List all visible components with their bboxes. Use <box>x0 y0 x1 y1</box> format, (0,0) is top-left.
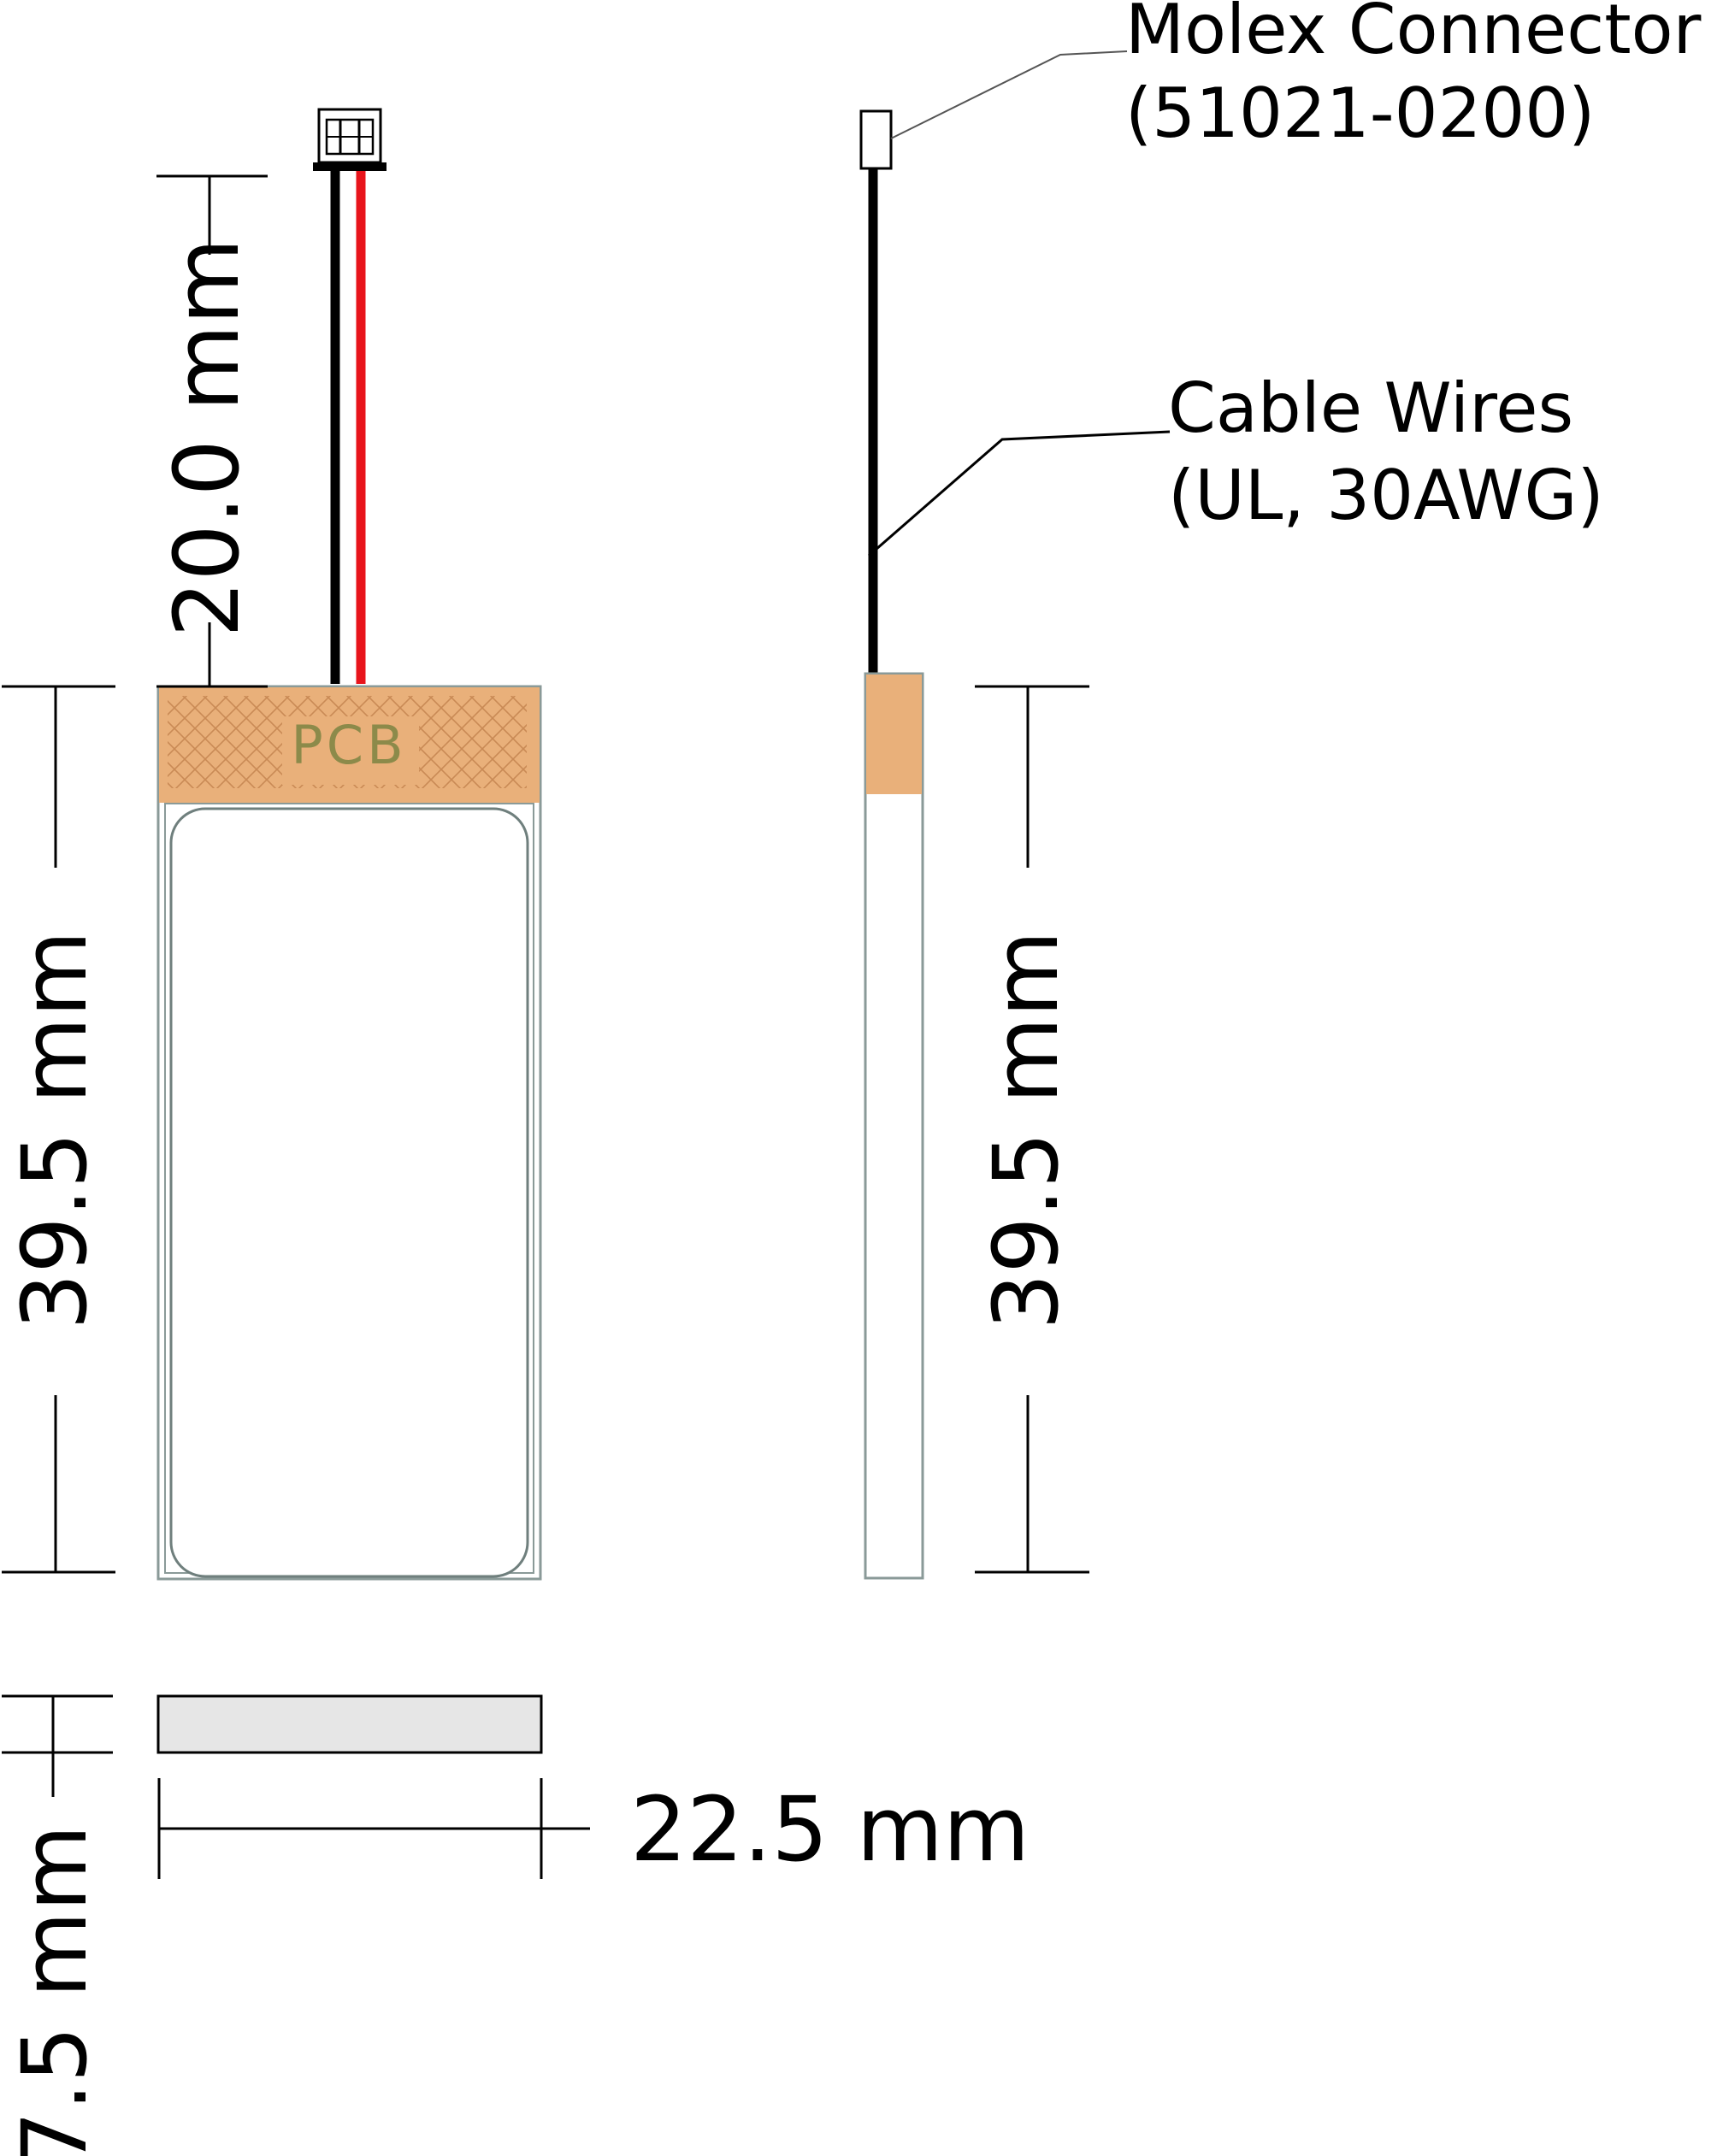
connector-leader <box>890 50 1128 139</box>
cable-length-label: 20.0 mm <box>155 238 259 637</box>
cable-name: Cable Wires <box>1168 368 1573 448</box>
connector-part: (51021-0200) <box>1125 74 1595 153</box>
height-front-label: 39.5 mm <box>3 930 107 1329</box>
pcb-side <box>866 674 922 794</box>
connector-name: Molex Connector <box>1125 0 1702 69</box>
height-dimension-side: 39.5 mm <box>974 685 1089 1574</box>
front-view: PCB 20.0 mm 39.5 mm <box>2 108 542 1581</box>
width-label: 22.5 mm <box>630 1777 1030 1882</box>
pcb-label: PCB <box>291 714 406 776</box>
molex-connector-front <box>313 108 386 171</box>
height-dimension-front: 39.5 mm <box>2 685 115 1574</box>
top-view: 22.5 mm 7.5 mm <box>2 1694 1030 2156</box>
thickness-label: 7.5 mm <box>3 1824 107 2156</box>
pcb-board: PCB <box>159 687 540 803</box>
battery-cell-front <box>156 685 542 1581</box>
cable-length-dimension: 20.0 mm <box>155 174 268 688</box>
cable-leader <box>868 430 1171 557</box>
molex-connector-side <box>859 109 893 170</box>
height-side-label: 39.5 mm <box>974 930 1078 1329</box>
thickness-dimension: 7.5 mm <box>2 1694 113 2156</box>
side-view: Molex Connector (51021-0200) Cable Wires… <box>859 0 1702 1580</box>
battery-top-view <box>156 1694 543 1754</box>
cable-spec: (UL, 30AWG) <box>1168 456 1604 535</box>
width-dimension: 22.5 mm <box>157 1777 1030 1882</box>
battery-cell-side <box>864 672 924 1580</box>
